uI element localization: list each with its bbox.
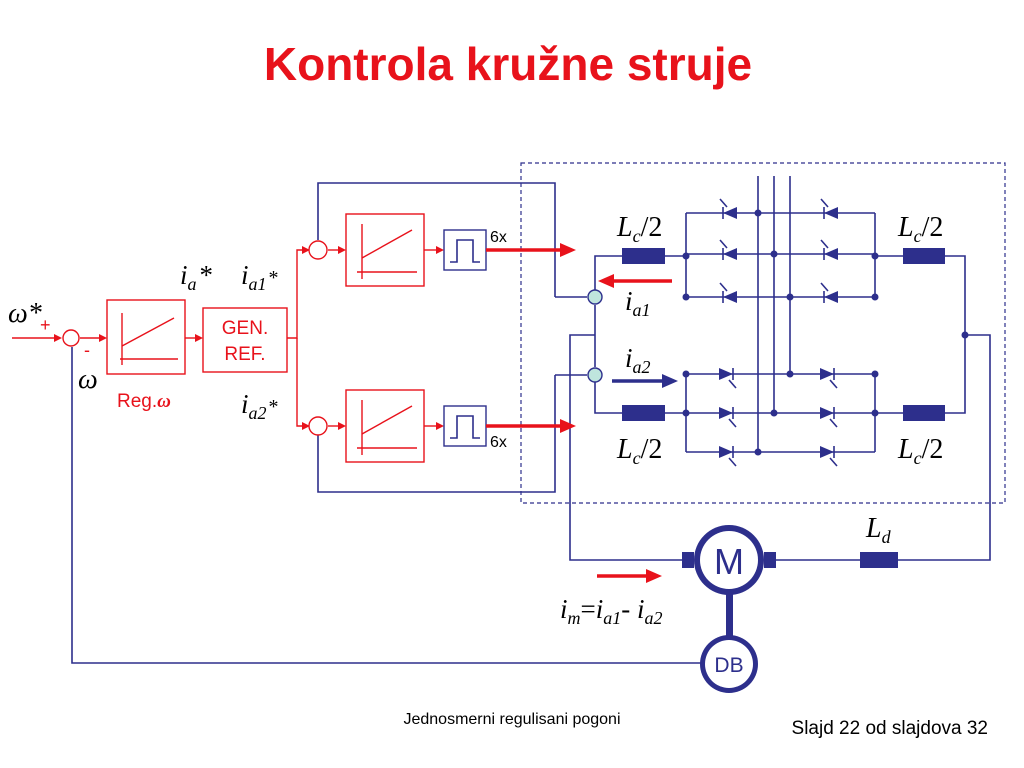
current-sensor-1 [587, 289, 603, 305]
inductor-lc-bottom-right [903, 405, 945, 421]
ia-ref-label: ia* [180, 260, 213, 294]
converter-boundary [520, 162, 1006, 504]
thyristor-bridges [682, 176, 879, 467]
minus-sign: - [84, 340, 90, 360]
dc-motor [682, 525, 776, 595]
ia2-label: ia2 [625, 343, 651, 377]
lc-bottom-right-label: Lc/2 [897, 434, 943, 468]
slide-title: Kontrola kružne struje [264, 38, 752, 90]
reference-generator-block: GEN. REF. [202, 307, 288, 373]
speed-regulator-block [106, 299, 186, 375]
gen-ref-line2: REF. [224, 344, 265, 365]
omega-feedback-label: ω [78, 364, 98, 395]
lc-top-right-label: Lc/2 [897, 212, 943, 246]
tacho-label: DB [714, 654, 743, 677]
speed-summing-junction [62, 329, 80, 347]
inductor-lc-top-right [903, 248, 945, 264]
inductor-ld [860, 552, 898, 568]
ia2-direction-arrow [612, 374, 678, 388]
motor-shaft [726, 594, 733, 642]
current-sensor-2 [587, 367, 603, 383]
current-regulator-2 [345, 389, 425, 463]
plus-sign: + [40, 315, 51, 335]
speed-regulator-label: Reg.ω [117, 391, 171, 412]
footer-slide-number: Slajd 22 od slajdova 32 [792, 718, 988, 739]
six-x-bottom-label: 6x [490, 434, 507, 451]
ia2-ref-label: ia2* [241, 389, 279, 423]
current-regulator-1 [345, 213, 425, 287]
current1-summing-junction [308, 240, 328, 260]
ia1-label: ia1 [625, 286, 651, 320]
ia1-direction-arrow [598, 274, 672, 288]
pulse-generator-1 [443, 229, 487, 271]
lc-top-left-label: Lc/2 [616, 212, 662, 246]
motor-label: M [714, 541, 744, 582]
inductor-lc-bottom-left [622, 405, 665, 421]
current2-summing-junction [308, 416, 328, 436]
firing-arrow-top [486, 243, 576, 257]
pulse-generator-2 [443, 405, 487, 447]
control-wiring [12, 246, 444, 430]
inductor-lc-top-left [622, 248, 665, 264]
firing-arrow-bottom [486, 419, 576, 433]
tacho-generator [700, 635, 758, 693]
im-equation: im=ia1- ia2 [560, 594, 663, 628]
power-wiring [71, 182, 991, 664]
footer-course-name: Jednosmerni regulisani pogoni [403, 711, 620, 728]
omega-ref-label: ω* [8, 298, 42, 329]
six-x-top-label: 6x [490, 229, 507, 246]
gen-ref-line1: GEN. [222, 318, 268, 339]
ia1-ref-label: ia1* [241, 260, 279, 294]
im-direction-arrow [597, 569, 662, 583]
ld-label: Ld [865, 513, 892, 547]
lc-bottom-left-label: Lc/2 [616, 434, 662, 468]
